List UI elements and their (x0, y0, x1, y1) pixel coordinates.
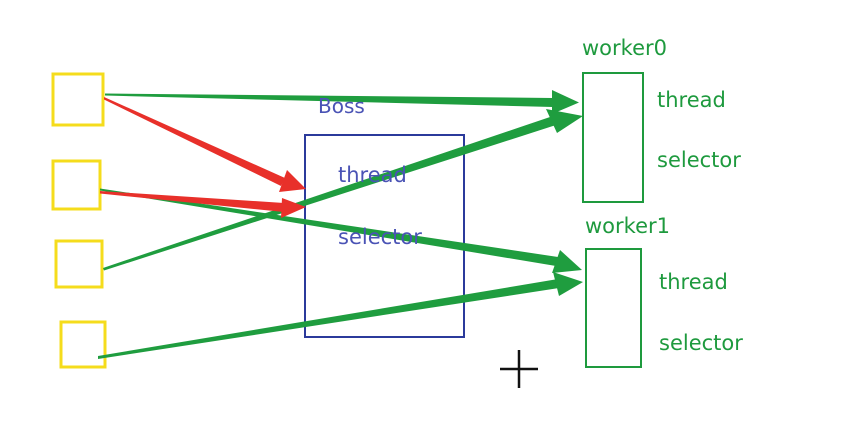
worker0-title: worker0 (582, 36, 667, 60)
worker0-box (582, 72, 644, 203)
client-box-2 (54, 239, 104, 289)
red-arrows (100, 97, 306, 218)
arrow-head-client3-to-worker1 (553, 272, 583, 296)
arrow-head-client1-to-boss (281, 198, 306, 218)
worker1-thread-label: thread (659, 270, 728, 294)
worker0-selector-label: selector (657, 148, 741, 172)
client-box-0 (51, 72, 105, 127)
worker1-title: worker1 (585, 214, 670, 238)
boss-thread-label: thread (338, 163, 407, 187)
crosshair-cursor-icon (500, 350, 538, 388)
arrow-client2-to-worker0 (103, 116, 556, 271)
arrow-client1-to-boss (100, 191, 284, 212)
arrow-client1-to-worker1 (100, 188, 558, 266)
arrow-head-client0-to-worker0 (552, 90, 579, 114)
client-box-1 (51, 159, 102, 211)
arrow-head-client0-to-boss (279, 170, 306, 192)
arrow-head-client1-to-worker1 (552, 250, 582, 273)
boss-selector-label: selector (338, 225, 422, 249)
worker0-thread-label: thread (657, 88, 726, 112)
arrow-client0-to-boss (104, 97, 285, 186)
boss-box (304, 134, 465, 338)
client-box-3 (59, 320, 107, 369)
worker1-selector-label: selector (659, 331, 743, 355)
arrow-head-client2-to-worker0 (546, 109, 583, 133)
green-arrows (98, 90, 583, 359)
arrow-client0-to-worker0 (105, 93, 553, 107)
boss-title: Boss (318, 94, 365, 118)
arrow-client3-to-worker1 (98, 279, 559, 359)
worker1-box (585, 248, 642, 368)
